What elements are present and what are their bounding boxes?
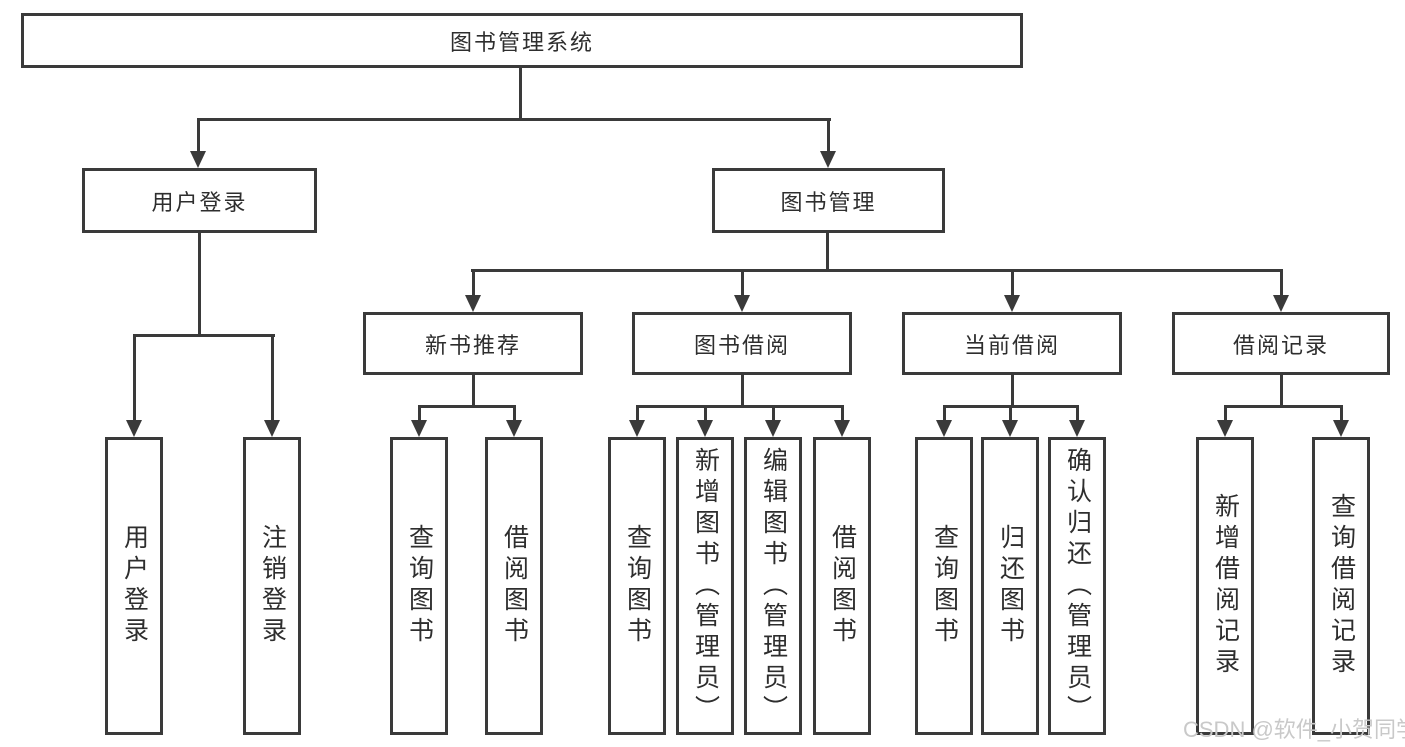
arrow-down-icon <box>190 151 206 168</box>
leaf-label: 查询图书 <box>930 524 959 648</box>
connector-leaf <box>1076 405 1079 421</box>
connector-leaf <box>271 334 274 420</box>
leaf-confirm-return-admin: 确认归还（管理员） <box>1048 437 1106 735</box>
leaf-label: 归还图书 <box>996 524 1025 648</box>
leaf-label: 新增借阅记录 <box>1211 493 1240 679</box>
connector-split <box>418 405 516 408</box>
connector-leaf <box>704 405 707 421</box>
connector-to-user-login <box>197 118 200 153</box>
connector-leaf <box>1224 405 1227 421</box>
arrow-down-icon <box>264 420 280 437</box>
connector-book-mgmt-split <box>471 269 1282 272</box>
node-label: 图书管理系统 <box>449 29 594 55</box>
leaf-label: 确认归还（管理员） <box>1063 446 1092 726</box>
node-label: 当前借阅 <box>963 332 1060 358</box>
connector-trunk <box>472 375 475 408</box>
node-book-borrowing: 图书借阅 <box>632 312 852 375</box>
leaf-query-books-recommend: 查询图书 <box>390 437 448 735</box>
connector-branch <box>1011 269 1014 297</box>
connector-leaf <box>1340 405 1343 421</box>
connector-trunk <box>1011 375 1014 408</box>
arrow-down-icon <box>1333 420 1349 437</box>
connector-user-login-trunk <box>198 233 201 337</box>
node-new-book-recommend: 新书推荐 <box>363 312 583 375</box>
leaf-label: 注销登录 <box>258 524 287 648</box>
leaf-label: 编辑图书（管理员） <box>759 446 788 726</box>
connector-user-login-split <box>133 334 275 337</box>
arrow-down-icon <box>1273 295 1289 312</box>
arrow-down-icon <box>126 420 142 437</box>
connector-branch <box>741 269 744 297</box>
connector-root-trunk <box>519 68 522 121</box>
arrow-down-icon <box>465 295 481 312</box>
connector-leaf <box>943 405 946 421</box>
connector-leaf <box>1009 405 1012 421</box>
connector-book-mgmt-trunk <box>826 233 829 272</box>
connector-branch <box>1280 269 1283 297</box>
connector-branch <box>472 269 475 297</box>
connector-trunk <box>741 375 744 408</box>
leaf-add-books-admin: 新增图书（管理员） <box>676 437 734 735</box>
arrow-down-icon <box>629 420 645 437</box>
node-label: 图书管理 <box>780 189 877 215</box>
leaf-label: 新增图书（管理员） <box>691 446 720 726</box>
node-borrowing-records: 借阅记录 <box>1172 312 1390 375</box>
arrow-down-icon <box>411 420 427 437</box>
leaf-label: 借阅图书 <box>828 524 857 648</box>
node-label: 借阅记录 <box>1232 332 1329 358</box>
arrow-down-icon <box>734 295 750 312</box>
leaf-label: 查询图书 <box>405 524 434 648</box>
leaf-label: 借阅图书 <box>500 524 529 648</box>
node-library-system: 图书管理系统 <box>21 13 1023 68</box>
leaf-label: 用户登录 <box>120 524 149 648</box>
connector-to-book-mgmt <box>827 118 830 153</box>
leaf-query-books-borrowing: 查询图书 <box>608 437 666 735</box>
csdn-watermark: CSDN @软件_小贺同学 <box>1183 717 1405 742</box>
leaf-edit-books-admin: 编辑图书（管理员） <box>744 437 802 735</box>
connector-leaf <box>418 405 421 421</box>
node-current-borrowing: 当前借阅 <box>902 312 1122 375</box>
node-label: 新书推荐 <box>424 332 521 358</box>
arrow-down-icon <box>834 420 850 437</box>
leaf-query-books-current: 查询图书 <box>915 437 973 735</box>
arrow-down-icon <box>936 420 952 437</box>
arrow-down-icon <box>820 151 836 168</box>
connector-split <box>636 405 844 408</box>
connector-split <box>1224 405 1343 408</box>
arrow-down-icon <box>506 420 522 437</box>
connector-leaf <box>636 405 639 421</box>
node-label: 用户登录 <box>151 189 248 215</box>
connector-trunk <box>1280 375 1283 408</box>
leaf-return-books: 归还图书 <box>981 437 1039 735</box>
arrow-down-icon <box>1069 420 1085 437</box>
leaf-user-login: 用户登录 <box>105 437 163 735</box>
connector-leaf <box>772 405 775 421</box>
connector-leaf <box>133 334 136 420</box>
connector-leaf <box>841 405 844 421</box>
arrow-down-icon <box>765 420 781 437</box>
arrow-down-icon <box>697 420 713 437</box>
leaf-label: 查询借阅记录 <box>1327 493 1356 679</box>
leaf-add-borrow-record: 新增借阅记录 <box>1196 437 1254 735</box>
leaf-label: 查询图书 <box>623 524 652 648</box>
connector-leaf <box>513 405 516 421</box>
leaf-query-borrow-record: 查询借阅记录 <box>1312 437 1370 735</box>
arrow-down-icon <box>1002 420 1018 437</box>
leaf-borrow-books: 借阅图书 <box>813 437 871 735</box>
arrow-down-icon <box>1217 420 1233 437</box>
node-user-login: 用户登录 <box>82 168 317 233</box>
arrow-down-icon <box>1004 295 1020 312</box>
connector-root-split <box>197 118 831 121</box>
node-label: 图书借阅 <box>693 332 790 358</box>
leaf-borrow-books-recommend: 借阅图书 <box>485 437 543 735</box>
leaf-logout: 注销登录 <box>243 437 301 735</box>
node-book-management: 图书管理 <box>712 168 945 233</box>
